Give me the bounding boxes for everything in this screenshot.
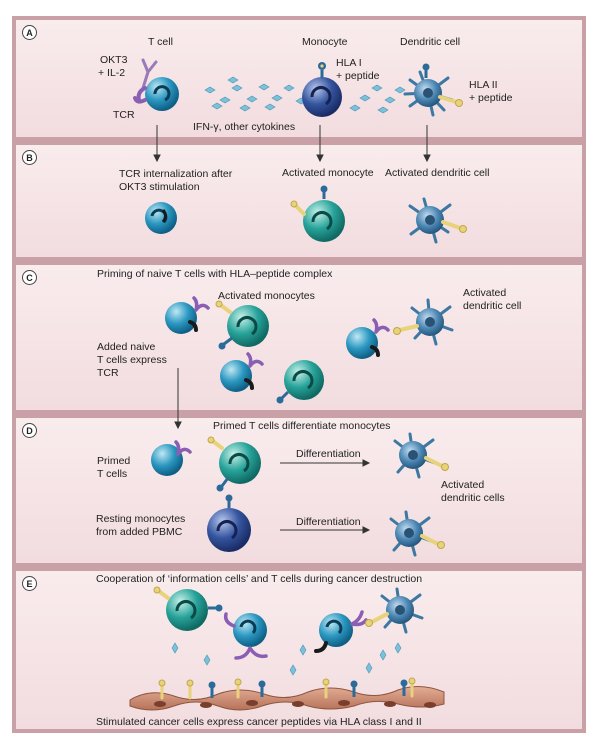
label-dendritic-cell: Dendritic cell	[400, 36, 461, 48]
label-hla1: HLA I	[336, 57, 362, 69]
cytokine-diamonds-e-icon	[171, 642, 402, 676]
naive-tcell-c1-icon	[165, 296, 210, 334]
label-il2: + IL-2	[98, 67, 126, 79]
label-tcell: T cell	[148, 36, 173, 48]
dendritic-d1-icon	[393, 432, 449, 479]
panel-c-label: C	[22, 270, 37, 285]
internalized-tcell-icon	[145, 202, 177, 234]
activated-monocyte-c2-icon	[276, 360, 324, 404]
label-activated-monocytes: Activated monocytes	[218, 290, 315, 302]
arrow-tcell-down	[153, 125, 161, 163]
okt3-antibody-icon	[141, 58, 158, 90]
arrow-dendritic-down	[423, 125, 431, 163]
label-activated-dendritic-cell: Activated dendritic cell	[385, 167, 490, 179]
activated-monocyte-b-icon	[290, 185, 345, 242]
resting-monocyte-d-icon	[207, 494, 251, 552]
monocyte-e-icon	[153, 586, 223, 631]
dendritic-d2-icon	[389, 510, 445, 557]
panel-d: D	[12, 414, 586, 567]
tcell-e1-icon	[223, 612, 268, 660]
label-naive-1: Added naive	[97, 341, 156, 353]
monocyte-a-icon	[302, 77, 342, 117]
cancer-hla-receptors-icon	[158, 677, 416, 700]
label-monocyte: Monocyte	[302, 36, 348, 48]
activated-dendritic-c-icon	[393, 298, 454, 346]
monocyte-d1-icon	[207, 436, 261, 492]
label-c-dendritic-cell: dendritic cell	[463, 300, 522, 312]
panel-b: B	[12, 141, 586, 261]
arrow-monocyte-down	[316, 125, 324, 163]
label-resting-1: Resting monocytes	[96, 513, 186, 525]
activated-monocyte-c1-icon	[215, 300, 269, 350]
panel-a: A	[12, 16, 586, 141]
tcell-icon	[145, 77, 179, 111]
panel-d-label: D	[22, 423, 37, 438]
panel-c-title: Priming of naive T cells with HLA–peptid…	[97, 268, 333, 280]
label-hla1-peptide: + peptide	[336, 70, 380, 82]
activated-dendritic-b-icon	[408, 197, 467, 244]
label-primed-1: Primed	[97, 455, 131, 467]
label-resting-2: from added PBMC	[96, 526, 183, 538]
hla2-receptor-icon	[422, 63, 463, 107]
panel-a-label: A	[22, 25, 37, 40]
label-d-activated: Activated	[441, 479, 485, 491]
label-c-activated: Activated	[463, 287, 507, 299]
tcr-icon	[133, 86, 147, 104]
panel-e-title: Cooperation of ‘information cells’ and T…	[96, 573, 423, 585]
panel-c: C	[12, 261, 586, 414]
primed-tcell-d-icon	[151, 440, 192, 476]
arrow-differentiation-1	[280, 459, 371, 467]
panel-d-title: Primed T cells differentiate monocytes	[213, 420, 391, 432]
label-tcr-internalization-2: OKT3 stimulation	[119, 181, 200, 193]
arrow-c-to-d	[174, 368, 182, 430]
tcell-e2-icon	[314, 610, 368, 653]
dendritic-cell-a-icon	[403, 70, 454, 117]
cytokine-diamonds-icon	[204, 76, 406, 114]
dendritic-e-icon	[365, 587, 424, 634]
label-hla2: HLA II	[469, 79, 498, 91]
panel-e-footer: Stimulated cancer cells express cancer p…	[96, 716, 422, 728]
label-differentiation-2: Differentiation	[296, 516, 361, 528]
label-hla2-peptide: + peptide	[469, 92, 513, 104]
label-naive-3: TCR	[97, 367, 119, 379]
cancer-cells-icon	[129, 686, 445, 711]
panel-b-label: B	[22, 150, 37, 165]
label-activated-monocyte: Activated monocyte	[282, 167, 374, 179]
hla1-receptor-icon	[318, 62, 326, 78]
arrow-differentiation-2	[280, 526, 371, 534]
naive-tcell-c2-icon	[346, 318, 390, 359]
label-primed-2: T cells	[97, 468, 128, 480]
naive-tcell-c3-icon	[220, 352, 264, 392]
label-naive-2: T cells express	[97, 354, 167, 366]
label-okt3: OKT3	[100, 54, 128, 66]
label-tcr-internalization-1: TCR internalization after	[119, 168, 233, 180]
label-d-dendritic-cells: dendritic cells	[441, 492, 505, 504]
label-cytokines: IFN-γ, other cytokines	[193, 121, 296, 133]
label-differentiation-1: Differentiation	[296, 448, 361, 460]
panel-e-label: E	[22, 576, 37, 591]
label-tcr: TCR	[113, 109, 135, 121]
